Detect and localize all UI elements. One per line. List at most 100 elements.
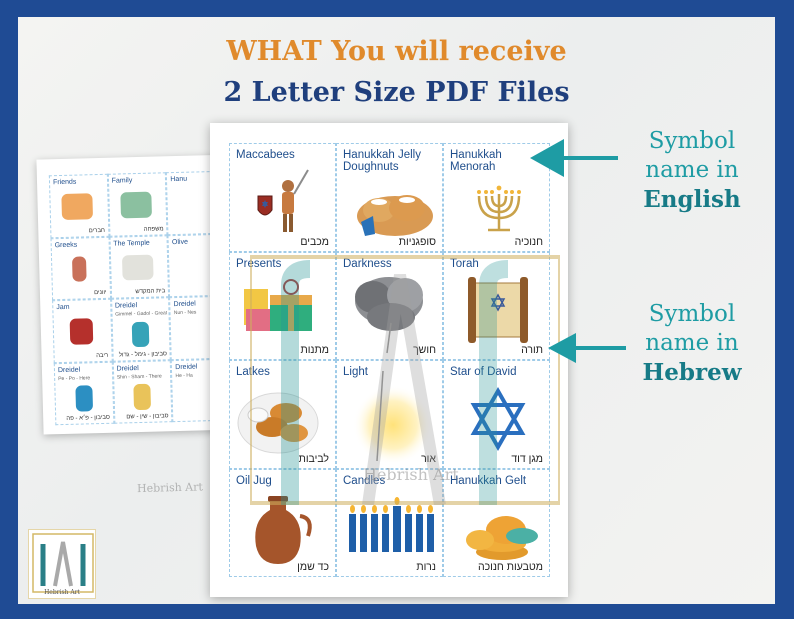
card-english-label: Hanukkah Gelt bbox=[450, 474, 527, 487]
card-hebrew-label: תורה bbox=[521, 344, 543, 356]
back-card-grid: Friends חברים Family משפחה Hanu Greeks יוונ… bbox=[48, 170, 232, 426]
card-presents: Presents מתנות bbox=[229, 251, 336, 360]
arrow-left-icon bbox=[548, 333, 626, 363]
greek-soldier-illustration bbox=[71, 256, 87, 282]
back-card: Friends חברים bbox=[48, 173, 110, 238]
candles-icon bbox=[349, 496, 434, 552]
card-english-label: Hanukkah Jelly Doughnuts bbox=[343, 149, 421, 173]
jam-jar-illustration bbox=[69, 318, 93, 345]
doughnuts-icon bbox=[357, 195, 433, 236]
back-card-label: Hanu bbox=[170, 175, 188, 184]
hebrew-callout: Symbol name in Hebrew bbox=[626, 300, 758, 387]
back-card: Jam ריבה bbox=[52, 298, 113, 363]
back-card-hebrew: סביבון - שין - שם bbox=[126, 413, 169, 421]
dreidel-illustration bbox=[75, 385, 93, 412]
card-hebrew-label: כד שמן bbox=[297, 561, 329, 573]
back-card: Greeks יוונים bbox=[50, 236, 111, 301]
card-hebrew-label: מכבים bbox=[300, 235, 329, 248]
back-card-label: The Temple bbox=[113, 239, 150, 248]
back-card-hebrew: בית המקדש bbox=[135, 288, 166, 296]
callout-emphasis: Hebrew bbox=[642, 359, 742, 386]
card-english-label: Latkes bbox=[236, 366, 270, 378]
maccabee-warrior-icon bbox=[257, 169, 309, 232]
back-card-hebrew: משפחה bbox=[143, 225, 164, 233]
arrow-left-icon bbox=[530, 139, 618, 177]
back-card-hebrew: סביבון - גימל - גדול bbox=[118, 350, 167, 359]
card-english-label: Darkness bbox=[343, 257, 392, 270]
headline: WHAT You will receive bbox=[226, 36, 567, 67]
menorah-icon bbox=[477, 185, 521, 232]
back-card-label: Olive bbox=[171, 238, 189, 246]
card-oil-jug: Oil Jug כד שמן bbox=[229, 468, 336, 577]
back-card-label: Friends bbox=[52, 178, 77, 187]
callout-line: name in bbox=[645, 330, 739, 356]
back-card-label: Greeks bbox=[54, 241, 78, 249]
back-card-hebrew: חברים bbox=[88, 227, 106, 234]
card-hebrew-label: אור bbox=[421, 452, 436, 465]
back-card-label: Dreidel bbox=[173, 300, 196, 309]
card-english-label: Maccabees bbox=[236, 149, 295, 161]
card-hanukkah-gelt: Hanukkah Gelt מטבעות חנוכה bbox=[443, 468, 550, 577]
card-hebrew-label: נרות bbox=[416, 561, 436, 573]
card-english-label: Light bbox=[343, 366, 368, 378]
card-hebrew-label: לביבות bbox=[298, 452, 329, 465]
logo-mark-icon bbox=[32, 533, 94, 593]
card-maccabees: Maccabees מכבים bbox=[229, 143, 336, 252]
back-card-label: Dreidel bbox=[57, 366, 81, 374]
back-card-subtitle: He - Ha bbox=[175, 372, 193, 379]
back-card-hebrew: ריבה bbox=[96, 352, 109, 359]
card-hebrew-label: מטבעות חנוכה bbox=[477, 561, 543, 573]
callout-line: Symbol bbox=[648, 301, 736, 327]
gelt-coins-icon bbox=[466, 515, 538, 560]
dreidel-illustration bbox=[132, 321, 150, 348]
card-menorah: Hanukkah Menorah חנוכיה bbox=[443, 143, 550, 252]
back-card: The Temple בית המקדש bbox=[109, 234, 170, 299]
card-english-label: Star of David bbox=[450, 366, 517, 378]
card-english-label: Torah bbox=[450, 257, 479, 270]
card-hebrew-label: מגן דוד bbox=[511, 452, 543, 465]
watermark-text: Hebrish Art bbox=[363, 465, 459, 484]
back-card-hebrew: יוונים bbox=[93, 289, 107, 297]
back-card-label: Dreidel bbox=[175, 362, 198, 371]
callout-emphasis: English bbox=[643, 186, 741, 213]
temple-illustration bbox=[121, 254, 154, 281]
back-card-label: Dreidel bbox=[114, 302, 138, 310]
card-english-label: Presents bbox=[236, 257, 282, 270]
hebrish-art-logo: Hebrish Art bbox=[28, 529, 96, 599]
back-card-subtitle: Shin - Sham - There bbox=[116, 372, 162, 381]
card-darkness: Darkness חושך bbox=[336, 251, 443, 360]
callout-line: name in bbox=[645, 157, 739, 183]
card-hebrew-label: חושך bbox=[413, 344, 436, 356]
dreidel-illustration bbox=[133, 384, 152, 411]
front-card-grid: Maccabees מכבים Hanukkah Jelly Doughnuts… bbox=[229, 143, 550, 577]
callout-line: Symbol bbox=[648, 128, 736, 154]
family-illustration bbox=[120, 191, 153, 218]
card-latkes: Latkes לביבות bbox=[229, 360, 336, 469]
card-hebrew-label: חנוכיה bbox=[514, 235, 543, 248]
english-callout: Symbol name in English bbox=[626, 127, 758, 214]
back-card: Family משפחה bbox=[107, 172, 168, 237]
card-star-of-david: Star of David מגן דוד bbox=[443, 360, 550, 469]
back-card-label: Dreidel bbox=[116, 364, 139, 373]
friends-illustration bbox=[61, 193, 94, 220]
back-card-subtitle: Pe - Po - Here bbox=[58, 374, 91, 382]
watermark-text: Hebrish Art bbox=[136, 480, 204, 496]
front-pdf-page: Maccabees מכבים Hanukkah Jelly Doughnuts… bbox=[210, 123, 568, 597]
card-light: Light אור bbox=[336, 360, 443, 469]
back-card-label: Jam bbox=[56, 303, 70, 312]
card-english-label: Hanukkah Menorah bbox=[450, 149, 502, 173]
card-english-label: Oil Jug bbox=[236, 474, 272, 487]
back-card-hebrew: סביבון - פ׳א - פה bbox=[66, 414, 110, 422]
logo-text: Hebrish Art bbox=[44, 589, 80, 596]
card-doughnuts: Hanukkah Jelly Doughnuts סופגניות bbox=[336, 143, 443, 252]
card-torah: Torah תורה bbox=[443, 251, 550, 360]
back-card-subtitle: Gimmel - Gadol - Great bbox=[115, 310, 168, 318]
card-hebrew-label: סופגניות bbox=[398, 235, 436, 248]
subheadline: 2 Letter Size PDF Files bbox=[223, 77, 570, 108]
product-frame: WHAT You will receive 2 Letter Size PDF … bbox=[18, 17, 775, 604]
back-card-label: Family bbox=[111, 177, 133, 185]
back-card-subtitle: Nun - Nes bbox=[173, 309, 197, 317]
